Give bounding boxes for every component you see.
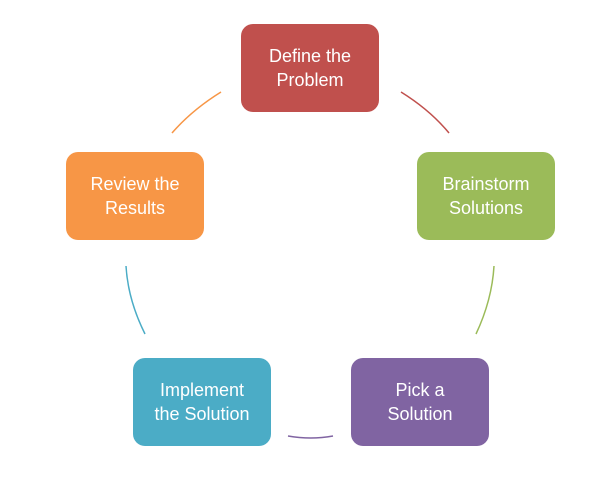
connector-define-to-brainstorm	[400, 91, 450, 134]
step-define-the-problem: Define the Problem	[241, 24, 379, 112]
step-pick-a-solution: Pick a Solution	[351, 358, 489, 446]
connector-brainstorm-to-pick	[475, 265, 495, 335]
connector-pick-to-implement	[287, 435, 334, 439]
step-review-the-results: Review the Results	[66, 152, 204, 240]
connector-implement-to-review	[125, 265, 146, 335]
step-brainstorm-solutions: Brainstorm Solutions	[417, 152, 555, 240]
connector-review-to-define	[171, 91, 222, 134]
step-implement-the-solution: Implement the Solution	[133, 358, 271, 446]
